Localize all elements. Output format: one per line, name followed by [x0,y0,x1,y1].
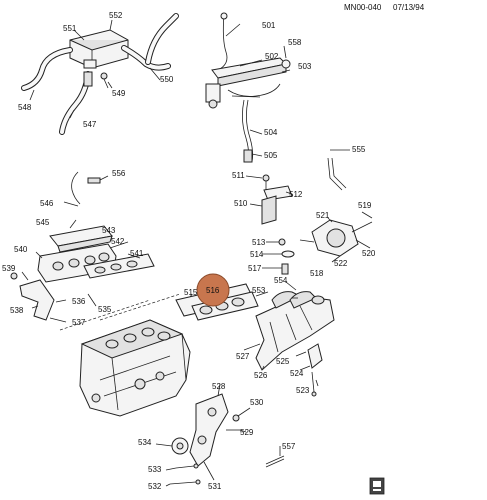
callout-520: 520 [362,249,376,258]
callout-502: 502 [265,52,279,61]
callout-516: 516 [206,286,220,295]
callout-541: 541 [130,249,144,258]
callout-547: 547 [83,120,97,129]
callout-521: 521 [316,211,330,220]
callout-513: 513 [252,238,266,247]
callout-536: 536 [72,297,86,306]
callout-534: 534 [138,438,152,447]
callout-504: 504 [264,128,278,137]
callout-532: 532 [148,482,162,491]
callout-527: 527 [236,352,250,361]
callout-511: 511 [232,171,245,180]
callout-537: 537 [72,318,86,327]
callout-530: 530 [250,398,264,407]
callout-525: 525 [276,357,290,366]
callout-548: 548 [18,103,32,112]
callout-503: 503 [298,62,312,71]
callout-526: 526 [254,371,268,380]
callout-542: 542 [111,237,125,246]
callout-558: 558 [288,38,302,47]
manufacturer-logo [369,477,385,495]
callout-529: 529 [240,428,254,437]
callout-533: 533 [148,465,162,474]
callout-524: 524 [290,369,304,378]
throttle-egr-assembly [245,149,373,275]
callout-501: 501 [262,21,276,30]
diagram-date: 07/13/94 [393,3,425,12]
exhaust-manifold-group [10,171,181,331]
callout-528: 528 [212,382,226,391]
callout-510: 510 [234,199,248,208]
callout-505: 505 [264,151,278,160]
callout-514: 514 [250,250,264,259]
engine-block [79,319,191,417]
callout-556: 556 [112,169,126,178]
callout-557: 557 [282,442,296,451]
callout-523: 523 [296,386,310,395]
fuel-rail-assembly [205,12,291,163]
callout-540: 540 [14,245,28,254]
callout-550: 550 [160,75,174,84]
callout-546: 546 [40,199,54,208]
callout-538: 538 [10,306,24,315]
intake-manifold [243,281,335,397]
callout-519: 519 [358,201,372,210]
highlight-circle-516 [196,273,230,307]
callout-543: 543 [102,226,116,235]
callout-517: 517 [248,264,262,273]
accessory-bracket-group [155,383,285,487]
callout-551: 551 [63,24,77,33]
callout-518: 518 [310,269,324,278]
vapor-canister-assembly [21,13,179,135]
callout-512: 512 [289,190,303,199]
callout-535: 535 [98,305,112,314]
callout-545: 545 [36,218,50,227]
callout-554: 554 [274,276,288,285]
diagram-code: MN00-040 [344,3,382,12]
callout-515: 515 [184,288,198,297]
callout-539: 539 [2,264,16,273]
callout-552: 552 [109,11,123,20]
callout-549: 549 [112,89,126,98]
callout-522: 522 [334,259,348,268]
callout-531: 531 [208,482,222,491]
callout-553: 553 [252,286,266,295]
callout-555: 555 [352,145,366,154]
